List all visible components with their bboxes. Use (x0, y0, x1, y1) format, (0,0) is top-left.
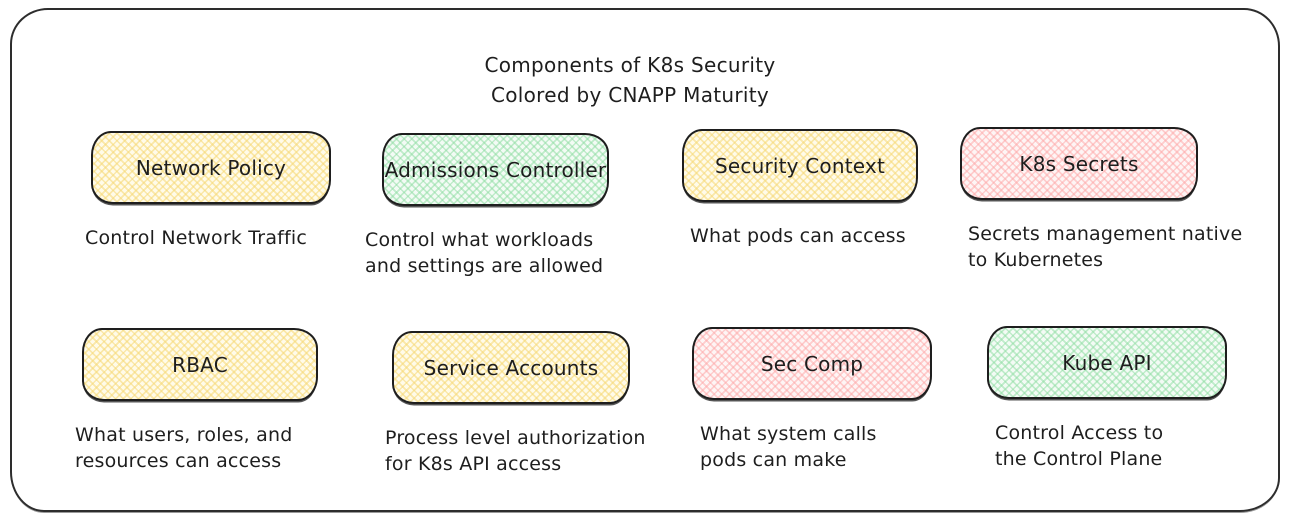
rbac-box: RBAC (82, 328, 318, 401)
diagram-title: Components of K8s Security Colored by CN… (0, 50, 1260, 110)
card-description: What users, roles, and resources can acc… (75, 424, 293, 472)
card-description: Secrets management native to Kubernetes (968, 223, 1243, 271)
card-kube-api: Kube API Control Access to the Control P… (987, 326, 1227, 472)
network-policy-box: Network Policy (91, 131, 331, 204)
card-label: Admissions Controller (384, 157, 607, 182)
card-description: What system calls pods can make (700, 423, 877, 471)
card-description: What pods can access (690, 225, 906, 247)
sec-comp-box: Sec Comp (692, 327, 932, 400)
security-context-box: Security Context (682, 129, 918, 202)
card-description: Control Network Traffic (85, 227, 308, 249)
card-label: Service Accounts (423, 355, 599, 380)
kube-api-box: Kube API (987, 326, 1227, 399)
card-description: Control what workloads and settings are … (365, 229, 604, 277)
card-label: Sec Comp (760, 351, 864, 376)
diagram-title-line2: Colored by CNAPP Maturity (490, 83, 770, 107)
card-network-policy: Network Policy Control Network Traffic (85, 131, 331, 251)
card-admissions-controller: Admissions Controller Control what workl… (365, 133, 609, 279)
card-sec-comp: Sec Comp What system calls pods can make (692, 327, 932, 473)
diagram-title-line1: Components of K8s Security (484, 53, 776, 77)
card-label: K8s Secrets (1019, 151, 1139, 176)
card-rbac: RBAC What users, roles, and resources ca… (75, 328, 318, 474)
card-label: Network Policy (135, 155, 287, 180)
card-description: Process level authorization for K8s API … (385, 427, 646, 475)
service-accounts-box: Service Accounts (392, 331, 630, 404)
k8s-secrets-box: K8s Secrets (960, 127, 1198, 200)
card-description: Control Access to the Control Plane (995, 422, 1164, 470)
admissions-controller-box: Admissions Controller (382, 133, 609, 206)
card-label: Security Context (714, 153, 886, 178)
card-label: Kube API (1062, 350, 1152, 375)
card-security-context: Security Context What pods can access (682, 129, 918, 249)
card-service-accounts: Service Accounts Process level authoriza… (385, 331, 645, 477)
card-label: RBAC (172, 352, 228, 377)
card-k8s-secrets: K8s Secrets Secrets management native to… (960, 127, 1242, 273)
diagram-outer-frame (10, 8, 1280, 512)
